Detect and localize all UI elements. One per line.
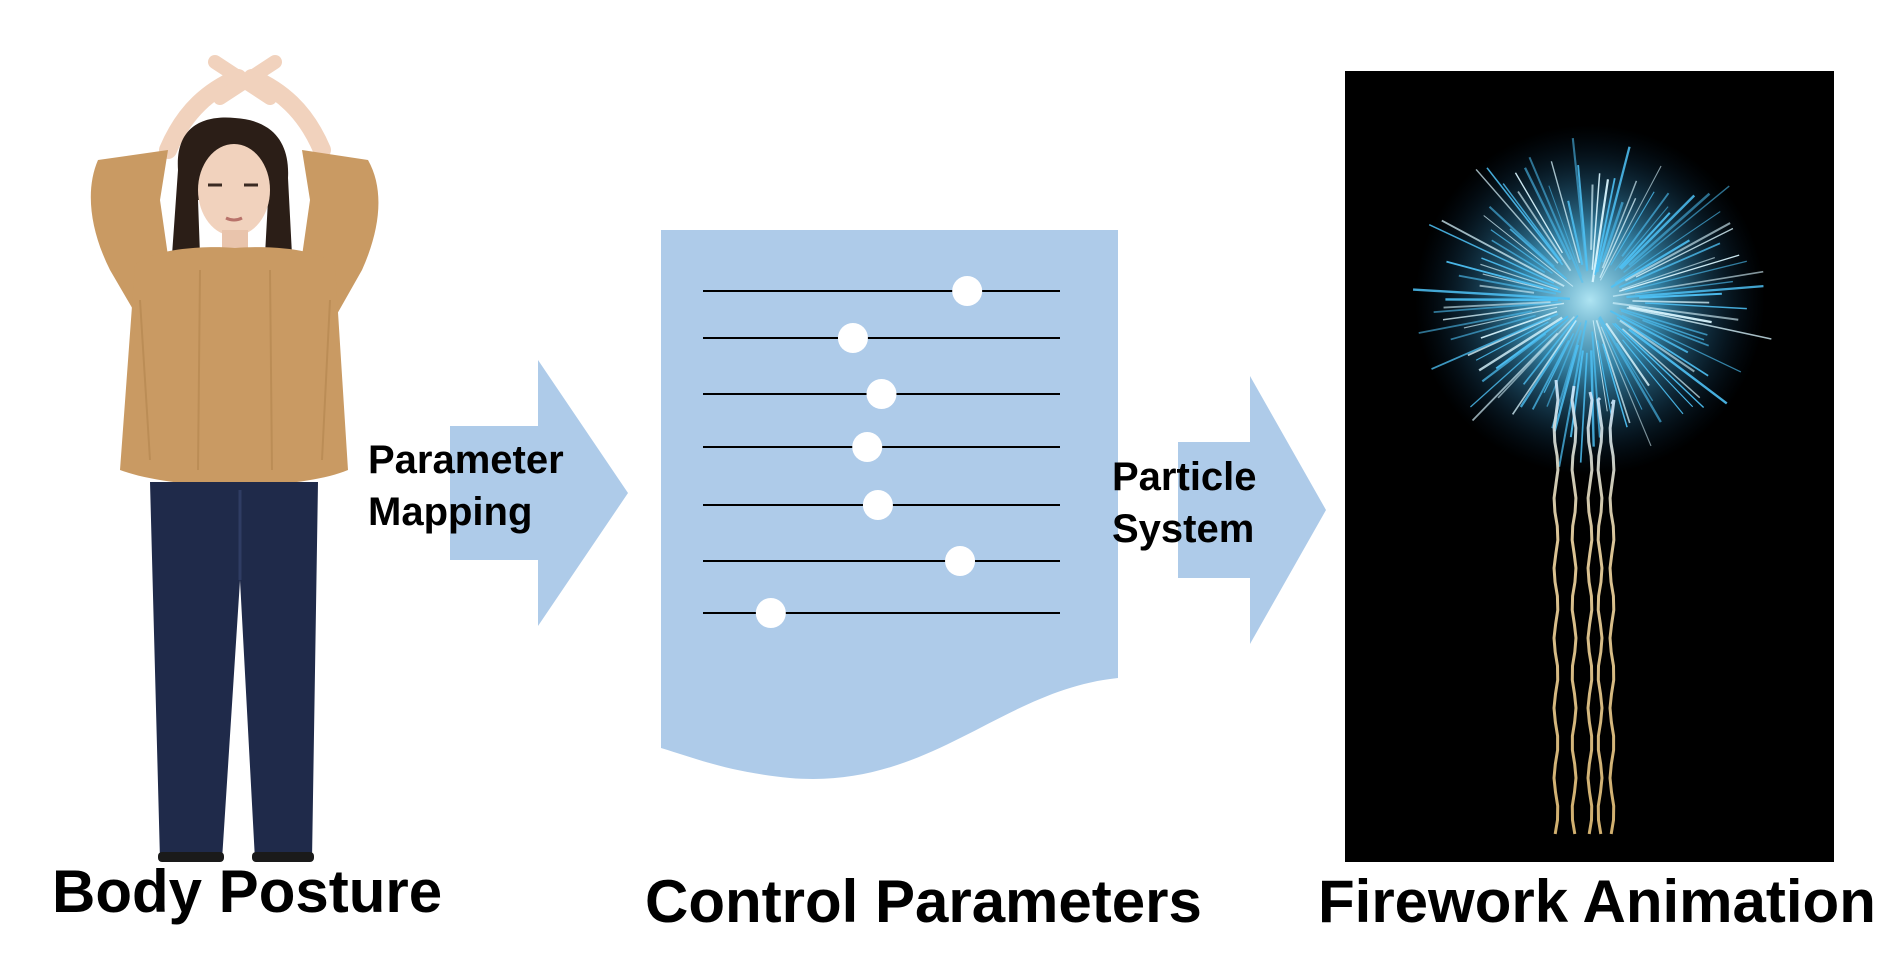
face (198, 144, 270, 236)
control-parameters-caption: Control Parameters (645, 872, 1202, 932)
body-posture-figure (91, 62, 379, 862)
slider-knob-6 (945, 546, 975, 576)
jeans (150, 482, 318, 860)
slider-knob-5 (863, 490, 893, 520)
particle-system-label-line2: System (1112, 503, 1254, 555)
sweater-body (120, 247, 348, 486)
firework-animation-caption: Firework Animation (1318, 872, 1876, 932)
parameter-mapping-label-line2: Mapping (368, 486, 532, 538)
particle-system-label-line1: Particle (1112, 451, 1257, 503)
slider-knob-4 (852, 432, 882, 462)
slider-knob-3 (867, 379, 897, 409)
slider-knob-1 (952, 276, 982, 306)
body-posture-caption: Body Posture (52, 862, 442, 922)
slider-knob-7 (756, 598, 786, 628)
parameter-mapping-label-line1: Parameter (368, 434, 564, 486)
slider-knob-2 (838, 323, 868, 353)
